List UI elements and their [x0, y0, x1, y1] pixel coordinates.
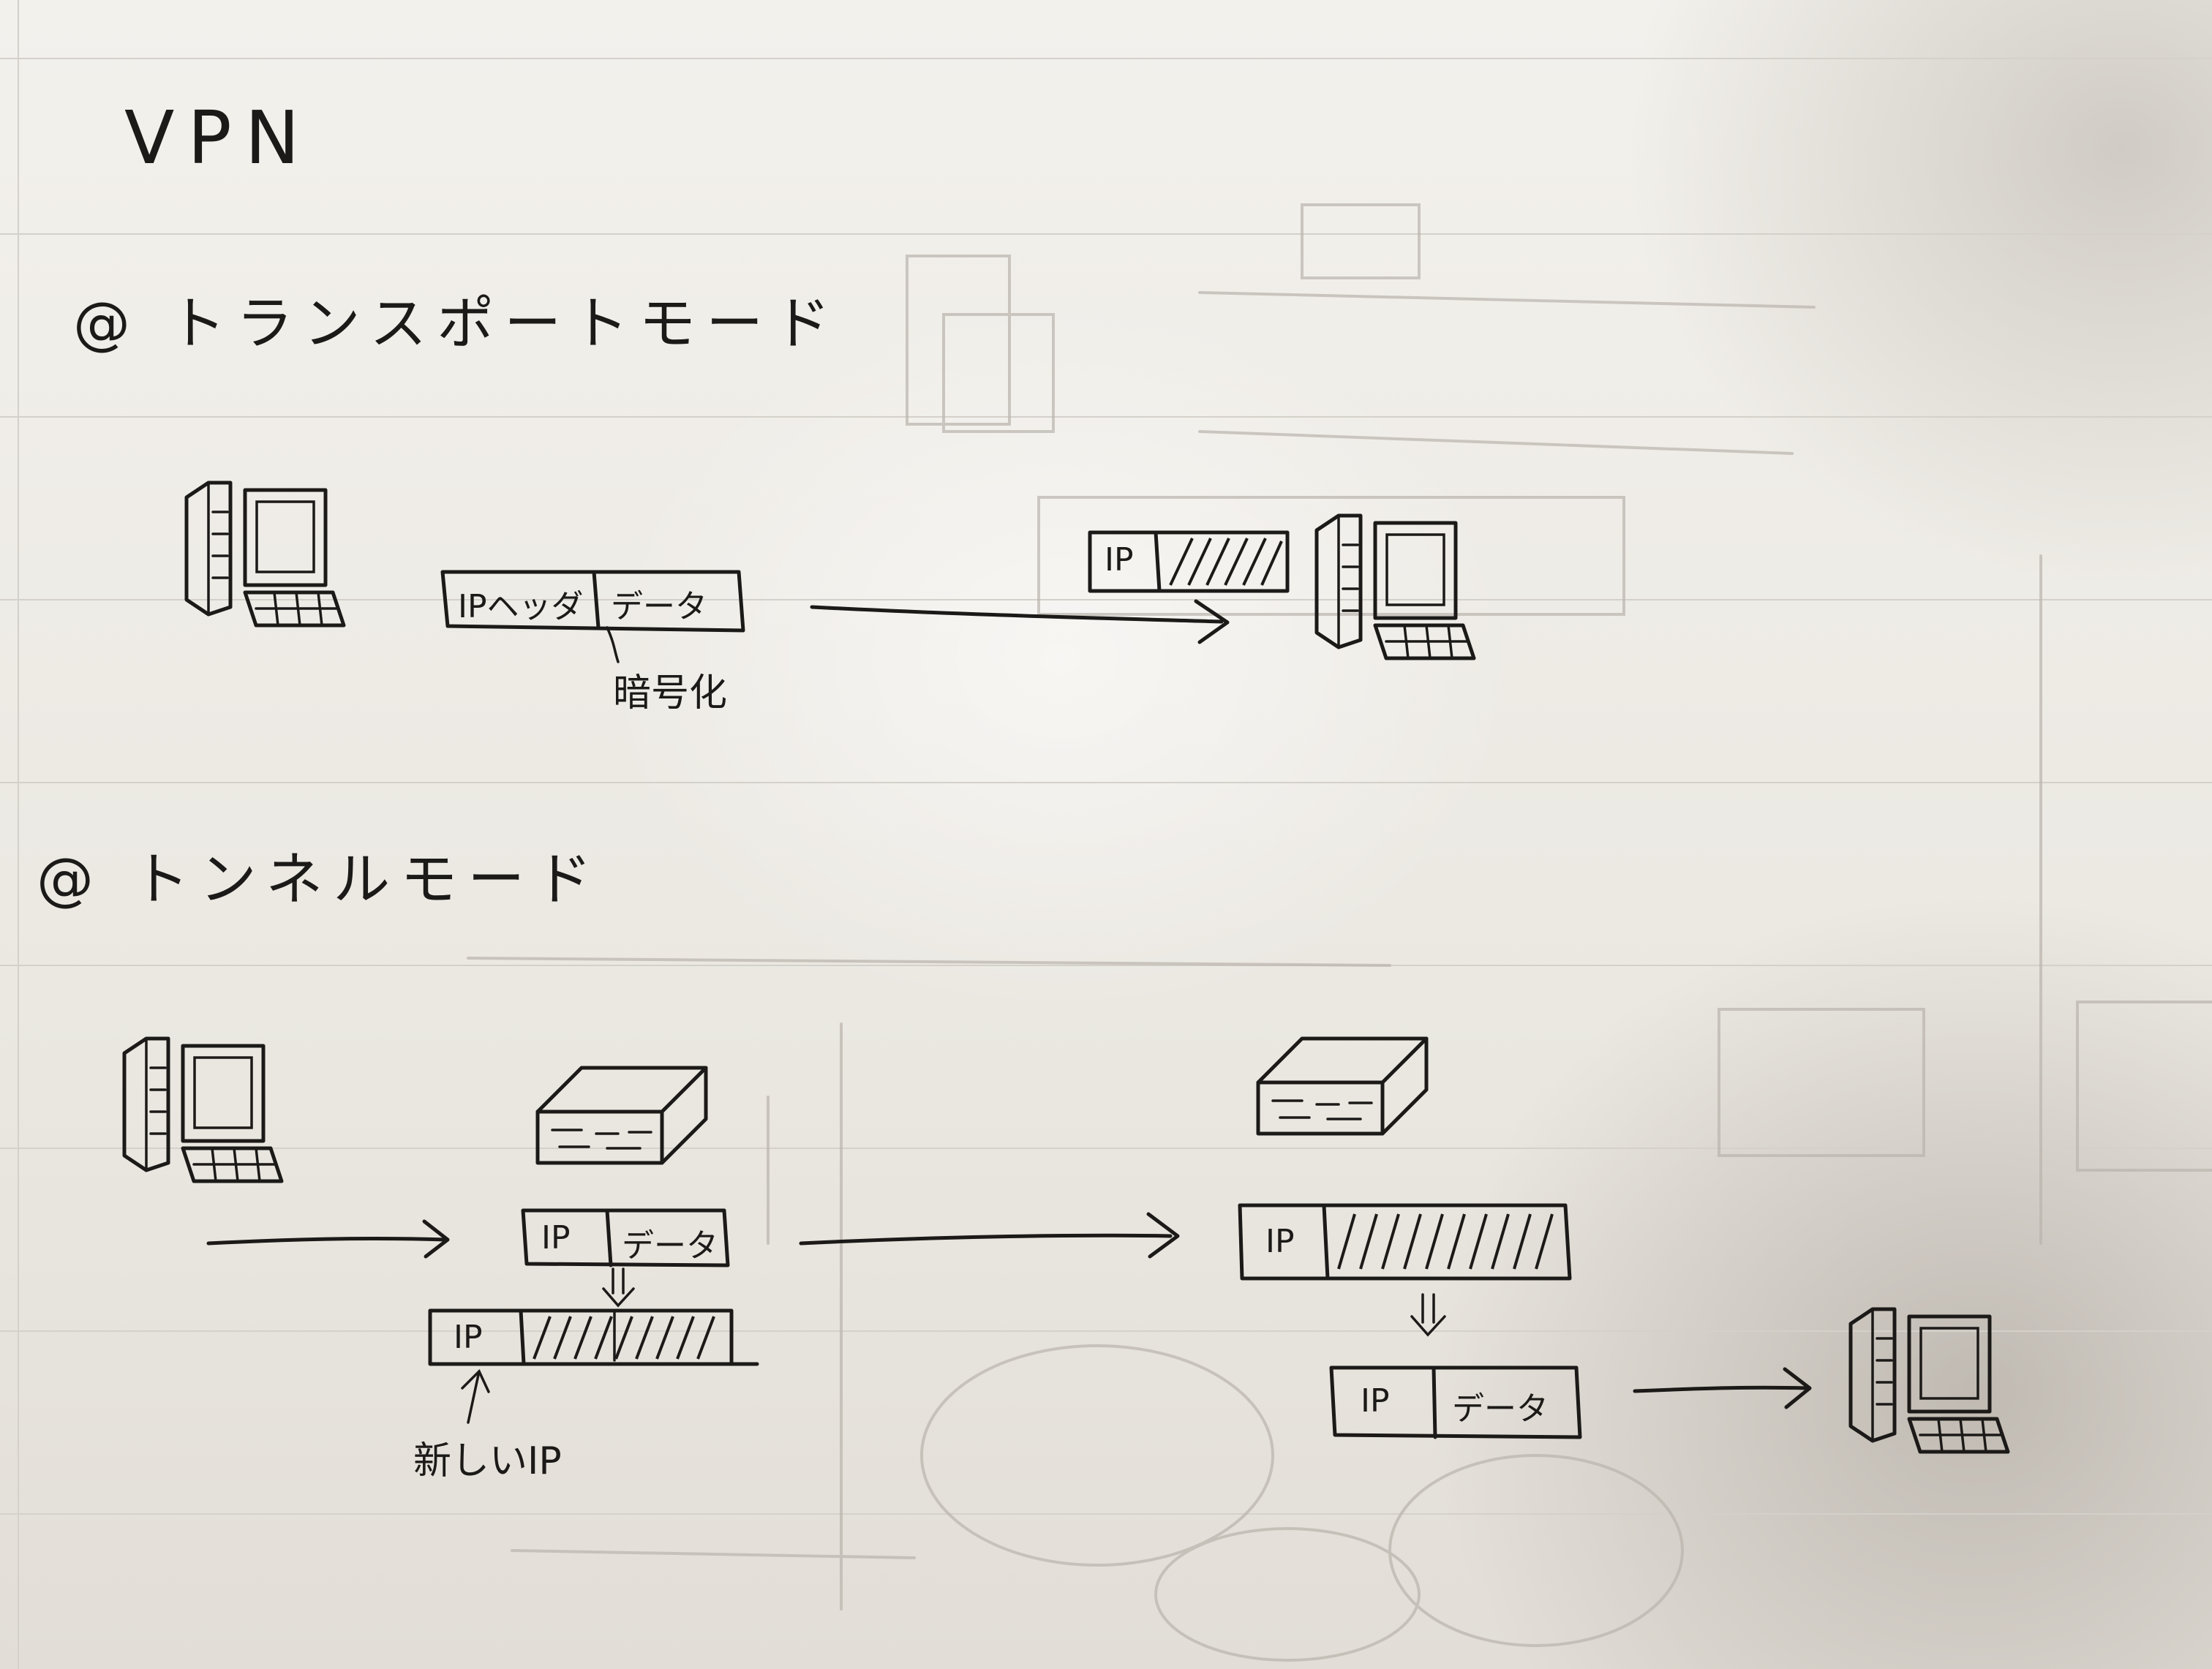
transport-arriving-packet	[1088, 530, 1290, 593]
tunnel-packet1-data-label: データ	[622, 1227, 718, 1265]
tunnel-packet-output	[1329, 1365, 1582, 1439]
decapsulate-arrow-right	[1410, 1293, 1446, 1337]
tunnel-packet-original	[521, 1208, 730, 1267]
tunnel-packet1-header-label: IP	[541, 1219, 571, 1257]
transport-destination-computer	[1317, 516, 1474, 658]
tunnel-mode-heading: @ トンネルモード	[37, 847, 603, 913]
encrypt-note: 暗号化	[613, 671, 728, 715]
output-packet-header-label: IP	[1361, 1382, 1390, 1420]
tunnel-arrow-between-routers	[799, 1212, 1180, 1259]
transit-packet-header-label: IP	[1265, 1223, 1295, 1260]
new-packet-header-label: IP	[454, 1319, 483, 1356]
transport-arriving-header-label: IP	[1105, 541, 1134, 579]
tunnel-router-right	[1258, 1039, 1426, 1134]
page-title: VPN	[124, 95, 313, 181]
transport-mode-heading: @ トランスポートモード	[73, 291, 841, 357]
encrypt-pointer	[606, 626, 620, 663]
transport-packet-data-label: データ	[611, 588, 707, 625]
tunnel-arrow-out	[1633, 1367, 1812, 1409]
encapsulate-arrow-left	[602, 1267, 635, 1308]
tunnel-source-computer	[124, 1039, 282, 1181]
tunnel-arrow-in	[206, 1219, 450, 1259]
transport-arrow	[810, 599, 1230, 644]
transport-packet	[440, 570, 745, 633]
bleed-through-marks	[467, 203, 2212, 1662]
transport-packet-header-label: IPヘッダ	[458, 588, 584, 625]
new-ip-pointer	[461, 1368, 490, 1424]
new-ip-note: 新しいIP	[413, 1439, 562, 1483]
transport-source-computer	[187, 483, 344, 625]
tunnel-packet-encapsulated	[428, 1308, 759, 1366]
output-packet-data-label: データ	[1452, 1390, 1549, 1428]
tunnel-packet-transit	[1238, 1203, 1572, 1281]
